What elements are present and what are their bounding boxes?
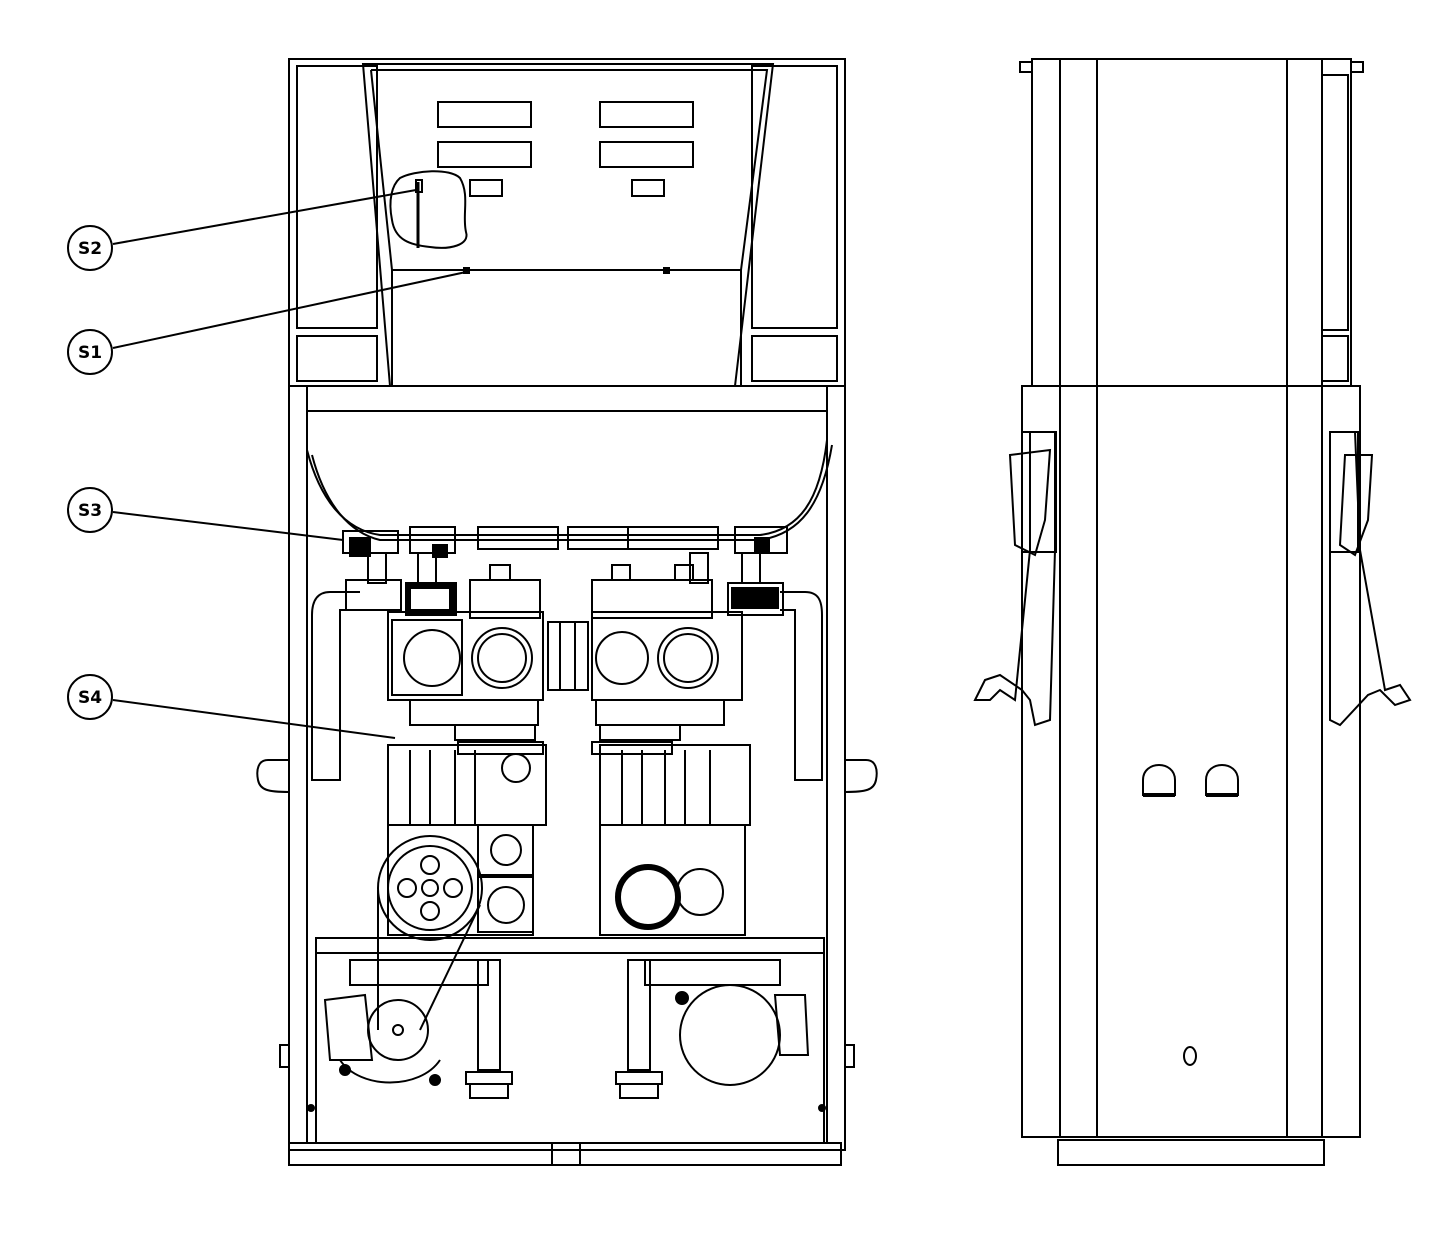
side-handle-2	[1205, 764, 1239, 796]
side-body	[1021, 385, 1361, 1138]
hose-bowl	[306, 439, 828, 536]
cutaway-detail	[389, 170, 468, 249]
side-head	[1031, 58, 1352, 387]
display-bezel	[361, 63, 775, 387]
front-right-side-panel	[751, 65, 838, 329]
nozzle-right	[1329, 431, 1412, 727]
front-body-frame	[288, 385, 846, 1151]
side-plinth	[1057, 1139, 1325, 1166]
right-handle	[844, 759, 878, 793]
manifold-block-3	[477, 526, 559, 550]
callout-s4: S4	[67, 674, 396, 739]
pump-left	[387, 744, 547, 826]
filter-right	[615, 864, 681, 930]
callout-s2: S2	[67, 189, 417, 271]
pulley-left	[377, 835, 483, 941]
label-s3: S3	[78, 501, 102, 521]
callouts: S2 S1 S3 S4	[67, 189, 467, 739]
front-left-lower-panel	[296, 335, 378, 382]
side-handle-1	[1142, 764, 1176, 796]
left-pipe	[311, 591, 360, 781]
front-plinth	[288, 1142, 842, 1166]
front-right-lower-panel	[751, 335, 838, 382]
manifold-block-5	[627, 526, 719, 550]
motor-left	[323, 993, 374, 1061]
label-s1: S1	[78, 343, 102, 363]
display-window-right-1	[599, 101, 694, 128]
display-window-right-small	[631, 179, 665, 197]
display-window-left-1	[437, 101, 532, 128]
label-s2: S2	[78, 239, 102, 259]
side-lock	[1183, 1046, 1197, 1066]
left-handle	[256, 759, 290, 793]
front-view	[256, 58, 878, 1166]
meter-right-housing	[591, 611, 743, 701]
side-view	[973, 58, 1412, 1166]
display-window-left-small	[469, 179, 503, 197]
label-s4: S4	[78, 688, 102, 708]
nozzle-left	[973, 431, 1056, 727]
display-window-right-2	[599, 141, 694, 168]
callout-s1: S1	[67, 271, 467, 375]
base-tray	[315, 937, 825, 954]
manifold-block-4	[567, 526, 629, 550]
right-pipe	[780, 591, 823, 781]
display-window-left-2	[437, 141, 532, 168]
meter-left-housing	[387, 611, 544, 701]
front-left-side-panel	[296, 65, 378, 329]
motor-right	[679, 984, 781, 1086]
callout-s3: S3	[67, 487, 344, 541]
